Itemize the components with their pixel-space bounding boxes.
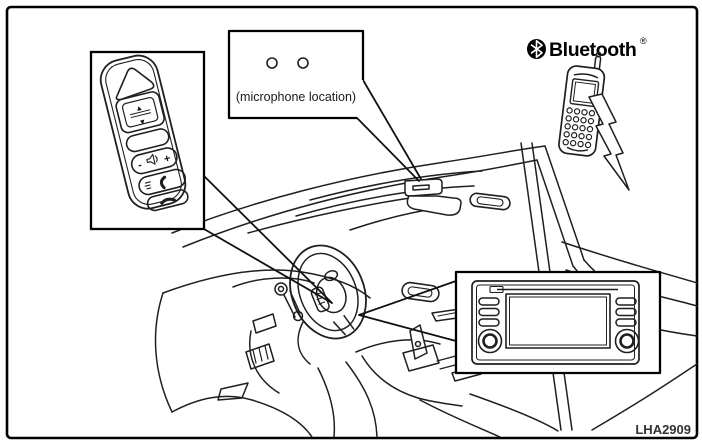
figure-code: LHA2909	[635, 422, 691, 437]
volume-plus-glyph: +	[163, 152, 172, 165]
audio-unit-callout	[454, 270, 662, 375]
microphone-hole-right	[297, 57, 309, 69]
display-screen	[505, 293, 611, 349]
hangup-button	[146, 189, 189, 212]
left-knob	[477, 328, 503, 354]
gear-shifter	[355, 324, 482, 407]
seek-down-glyph: ▼	[138, 117, 147, 128]
grab-handle	[469, 192, 511, 211]
turn-signal-stalk	[274, 282, 304, 322]
handset-hangup-icon	[160, 197, 176, 205]
blank-button	[125, 128, 170, 153]
overhead-console	[404, 178, 443, 197]
microphone-callout: (microphone location)	[227, 29, 365, 120]
lightning-bolt-icon	[588, 93, 630, 191]
left-button-stack	[478, 297, 500, 327]
cd-slot	[489, 285, 618, 294]
seek-rocker-button: ▲ ▼	[115, 91, 165, 134]
triangle-button	[115, 67, 155, 101]
bluetooth-brand: Bluetooth ®	[527, 36, 647, 61]
talk-button	[138, 168, 187, 196]
microphone-hole-left	[266, 57, 278, 69]
seek-up-glyph: ▲	[134, 103, 143, 114]
right-button-stack	[615, 297, 637, 327]
handset-pickup-icon	[159, 175, 167, 190]
steering-controls-callout: ▲ ▼ - +	[89, 50, 206, 231]
voice-icon	[144, 181, 152, 190]
callout-leader-lines	[203, 79, 457, 342]
speaker-icon	[146, 153, 156, 165]
bluetooth-wordmark: Bluetooth	[549, 39, 636, 61]
right-knob	[614, 328, 640, 354]
volume-button: - +	[130, 147, 178, 175]
volume-minus-glyph: -	[137, 159, 144, 172]
car-interior-sketch	[154, 142, 698, 438]
microphone-caption: (microphone location)	[236, 90, 356, 104]
rearview-mirror	[406, 195, 462, 216]
registered-trademark: ®	[640, 36, 647, 46]
steering-wheel	[289, 244, 367, 340]
